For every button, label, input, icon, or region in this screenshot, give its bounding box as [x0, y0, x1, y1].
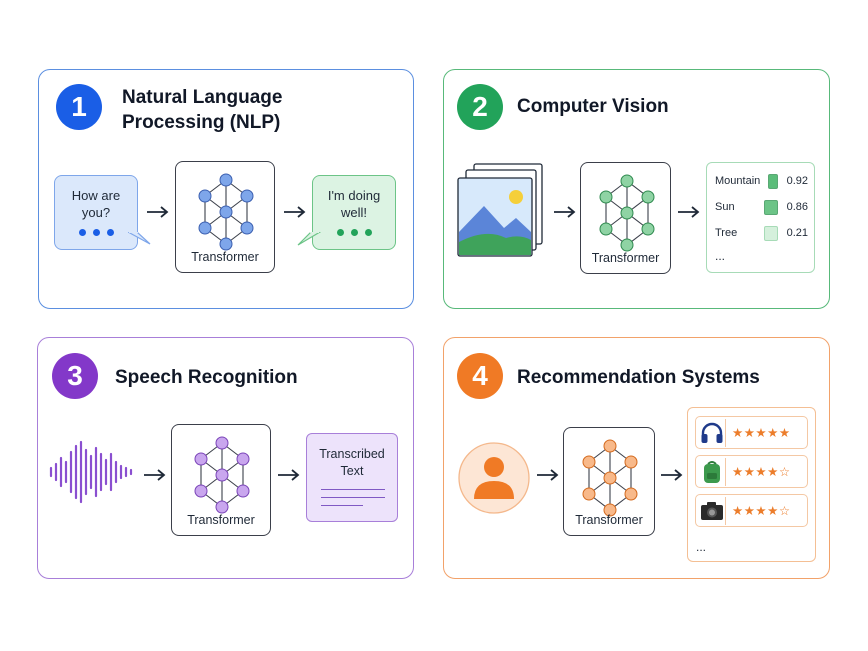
- star-rating: ★★★★☆: [732, 465, 791, 479]
- arrow-icon: [554, 206, 576, 218]
- nlp-title: Natural Language Processing (NLP): [122, 85, 282, 135]
- class-label: Sun: [715, 201, 735, 213]
- transcribed-line2: Text: [340, 464, 364, 478]
- output-text-line1: I'm doing: [327, 188, 381, 203]
- transformer-box-speech: Transformer: [171, 424, 271, 536]
- class-score: 0.21: [786, 227, 808, 239]
- class-label: Tree: [715, 227, 738, 239]
- confidence-swatch: [764, 225, 778, 241]
- bubble-tail: [297, 232, 321, 246]
- text-line: [321, 489, 385, 491]
- recommendation-list: ★★★★★ ★★★★☆ ★★★★☆ ...: [687, 407, 816, 562]
- transformer-box-nlp: Transformer: [175, 161, 275, 273]
- arrow-icon: [661, 469, 683, 481]
- neural-network-icon: [582, 439, 638, 517]
- cv-title: Computer Vision: [517, 96, 669, 117]
- confidence-swatch: [768, 173, 778, 189]
- arrow-icon: [537, 469, 559, 481]
- class-score: 0.86: [786, 201, 808, 213]
- recommendation-title: Recommendation Systems: [517, 367, 760, 388]
- text-line: [321, 505, 363, 507]
- typing-dots: [55, 229, 137, 236]
- output-text-line2: well!: [340, 205, 367, 220]
- transformer-box-recommendation: Transformer: [563, 427, 655, 536]
- image-stack-icon: [457, 163, 543, 257]
- input-speech-bubble: How are you?: [54, 175, 138, 250]
- arrow-icon: [278, 469, 300, 481]
- more-indicator: ...: [696, 540, 707, 554]
- arrow-icon: [144, 469, 166, 481]
- step-number-4: 4: [457, 353, 503, 399]
- transformer-box-cv: Transformer: [580, 162, 671, 274]
- nlp-title-line1: Natural Language: [122, 87, 283, 108]
- arrow-icon: [147, 206, 169, 218]
- speech-title: Speech Recognition: [115, 367, 298, 388]
- classification-results: Mountain 0.92 Sun 0.86 Tree 0.21 ...: [706, 162, 815, 273]
- confidence-swatch: [764, 199, 778, 215]
- step-number-3: 3: [52, 353, 98, 399]
- step-number-1: 1: [56, 84, 102, 130]
- typing-dots: [313, 229, 395, 236]
- output-speech-bubble: I'm doing well!: [312, 175, 396, 250]
- class-row: Tree 0.21: [715, 225, 808, 241]
- more-indicator: ...: [715, 249, 726, 263]
- user-icon: [458, 442, 530, 514]
- headphones-icon: [698, 418, 726, 447]
- soundwave-icon: [49, 440, 133, 504]
- class-row: Sun 0.86: [715, 199, 808, 215]
- transformer-label: Transformer: [591, 251, 660, 265]
- transformer-label: Transformer: [187, 513, 255, 527]
- star-rating: ★★★★☆: [732, 504, 791, 518]
- recommendation-item[interactable]: ★★★★☆: [695, 494, 808, 527]
- transformer-label: Transformer: [575, 513, 643, 527]
- neural-network-icon: [194, 436, 250, 514]
- camera-icon: [698, 496, 726, 525]
- recommendation-item[interactable]: ★★★★★: [695, 416, 808, 449]
- input-text-line1: How are: [71, 188, 121, 203]
- nlp-title-line2: Processing (NLP): [122, 112, 281, 133]
- class-row: Mountain 0.92: [715, 173, 808, 189]
- backpack-icon: [698, 457, 726, 486]
- recommendation-item[interactable]: ★★★★☆: [695, 455, 808, 488]
- neural-network-icon: [599, 174, 655, 252]
- transformer-label: Transformer: [191, 250, 259, 264]
- text-line: [321, 497, 385, 499]
- star-rating: ★★★★★: [732, 426, 791, 440]
- bubble-tail: [128, 232, 151, 245]
- transcribed-text-card: Transcribed Text: [306, 433, 398, 522]
- input-text-line2: you?: [81, 205, 111, 220]
- transcribed-line1: Transcribed: [319, 447, 385, 461]
- arrow-icon: [284, 206, 306, 218]
- neural-network-icon: [198, 173, 254, 251]
- arrow-icon: [678, 206, 700, 218]
- step-number-2: 2: [457, 84, 503, 130]
- class-label: Mountain: [715, 175, 761, 187]
- class-score: 0.92: [786, 175, 808, 187]
